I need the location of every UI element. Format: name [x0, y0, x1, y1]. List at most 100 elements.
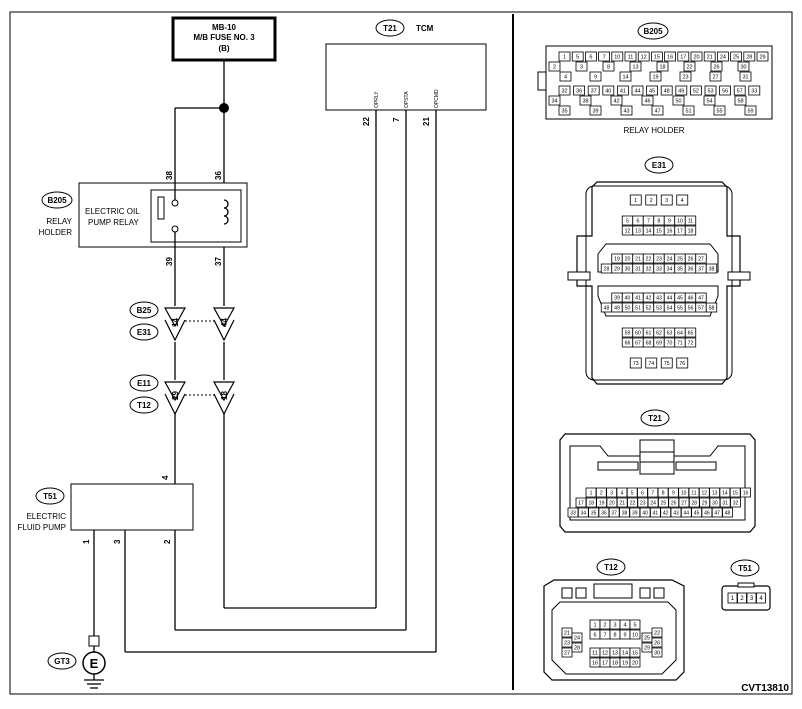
svg-text:2: 2 [650, 198, 653, 204]
svg-text:14: 14 [622, 650, 628, 656]
t21-pin-cell: 30 [709, 497, 721, 508]
svg-text:32: 32 [646, 266, 652, 272]
svg-text:3: 3 [610, 490, 613, 496]
t21-pin-cell: 45 [691, 507, 702, 518]
svg-text:11: 11 [592, 650, 598, 656]
svg-text:10: 10 [677, 218, 683, 224]
b205-pin-cell: 17 [677, 51, 690, 62]
svg-text:42: 42 [646, 295, 652, 301]
svg-text:17: 17 [680, 54, 686, 60]
b205-pin-cell: 52 [690, 85, 702, 96]
svg-text:T51: T51 [43, 492, 57, 501]
e31-pin-cell: 59 [621, 327, 634, 338]
fuse-box: MB-10 M/B FUSE NO. 3 (B) [171, 16, 277, 62]
svg-text:16: 16 [667, 54, 673, 60]
svg-text:68: 68 [646, 340, 652, 346]
svg-text:41: 41 [635, 295, 641, 301]
e31-pin-cell: 44 [663, 292, 676, 303]
svg-text:41: 41 [653, 510, 659, 516]
svg-text:6: 6 [637, 218, 640, 224]
b205-pin-cell: 23 [679, 71, 692, 82]
svg-text:32: 32 [733, 500, 739, 506]
t21-pin-cell: 36 [598, 507, 610, 518]
svg-text:26: 26 [688, 256, 694, 262]
svg-text:30: 30 [654, 650, 660, 656]
t21-pin-cell: 48 [722, 507, 733, 518]
svg-text:56: 56 [688, 305, 694, 311]
b205-pin-cell: 32 [558, 85, 571, 96]
t12-pin-cell: 27 [561, 647, 573, 658]
svg-text:40: 40 [642, 510, 648, 516]
t12-pin-cell: 9 [619, 629, 631, 640]
e31-pin-cell: 29 [611, 263, 623, 274]
t21-pin-cell: 3 [606, 487, 617, 498]
pump-name-line2: FLUID PUMP [18, 523, 66, 532]
svg-text:49: 49 [614, 305, 620, 311]
t12-pin-cell: 10 [629, 629, 641, 640]
e31-pin-cell: 33 [653, 263, 665, 274]
relay-holder-line1: RELAY [46, 217, 72, 226]
b205-pin-cell: 44 [631, 85, 644, 96]
svg-text:36: 36 [688, 266, 694, 272]
svg-text:46: 46 [704, 510, 710, 516]
svg-text:36: 36 [576, 88, 582, 94]
b205-pin-cell: 55 [713, 105, 726, 116]
t51-pin-cell: 1 [727, 592, 738, 604]
t51-pin-cell: 3 [746, 592, 757, 604]
svg-text:13: 13 [612, 650, 618, 656]
svg-text:59: 59 [747, 108, 753, 114]
svg-text:39: 39 [632, 510, 638, 516]
e31-pin-cell: 74 [645, 357, 658, 369]
fuse-line1: MB-10 [212, 23, 237, 32]
svg-text:36: 36 [601, 510, 607, 516]
svg-text:66: 66 [625, 340, 631, 346]
svg-text:48: 48 [604, 305, 610, 311]
b205-pin-cell: 25 [730, 51, 742, 62]
e31-pin-cell: 66 [621, 337, 634, 348]
svg-text:7: 7 [603, 54, 606, 60]
t12-pin-cell: 7 [599, 629, 611, 640]
svg-text:63: 63 [667, 330, 673, 336]
svg-text:47: 47 [714, 510, 720, 516]
svg-text:67: 67 [635, 340, 641, 346]
svg-text:23: 23 [656, 256, 662, 262]
svg-text:44: 44 [667, 295, 673, 301]
svg-text:35: 35 [677, 266, 683, 272]
e31-pin-cell: 54 [663, 302, 676, 313]
e31-pin-cell: 75 [660, 357, 673, 369]
svg-text:56: 56 [722, 88, 728, 94]
svg-text:11: 11 [691, 490, 696, 496]
b205-pin-cell: 14 [619, 71, 632, 82]
b205-pin-cell: 47 [651, 105, 664, 116]
t21-pin-cell: 8 [657, 487, 669, 498]
svg-text:27: 27 [712, 74, 718, 80]
e31-pin-cell: 22 [642, 253, 655, 264]
e31-pin-cell: 67 [632, 337, 644, 348]
svg-text:35: 35 [591, 510, 597, 516]
b205-pin-cell: 18 [656, 61, 669, 72]
pump-pin-2: 2 [163, 539, 172, 544]
t21-pin-cell: 39 [629, 507, 641, 518]
svg-text:45: 45 [649, 88, 655, 94]
e31-pin-cell: 68 [642, 337, 655, 348]
b205-pin-cell: 58 [734, 95, 747, 106]
e31-pin-cell: 76 [676, 357, 689, 369]
svg-text:23: 23 [682, 74, 688, 80]
t21-pin-cell: 42 [660, 507, 672, 518]
svg-text:5: 5 [626, 218, 629, 224]
t21-pin-cell: 20 [606, 497, 618, 508]
svg-text:49: 49 [678, 88, 684, 94]
t12-pin-cell: 8 [609, 629, 621, 640]
svg-text:2: 2 [553, 64, 556, 70]
junction2-pin-right: 18 [220, 391, 229, 400]
junction1-pin-right: 44 [220, 318, 229, 327]
svg-text:15: 15 [656, 228, 662, 234]
b205-pin-cell: 1 [558, 51, 571, 62]
svg-text:54: 54 [706, 98, 712, 104]
svg-text:14: 14 [646, 228, 652, 234]
svg-text:47: 47 [698, 295, 704, 301]
e31-pin-cell: 32 [642, 263, 655, 274]
t51-pin-cell: 2 [737, 592, 747, 604]
